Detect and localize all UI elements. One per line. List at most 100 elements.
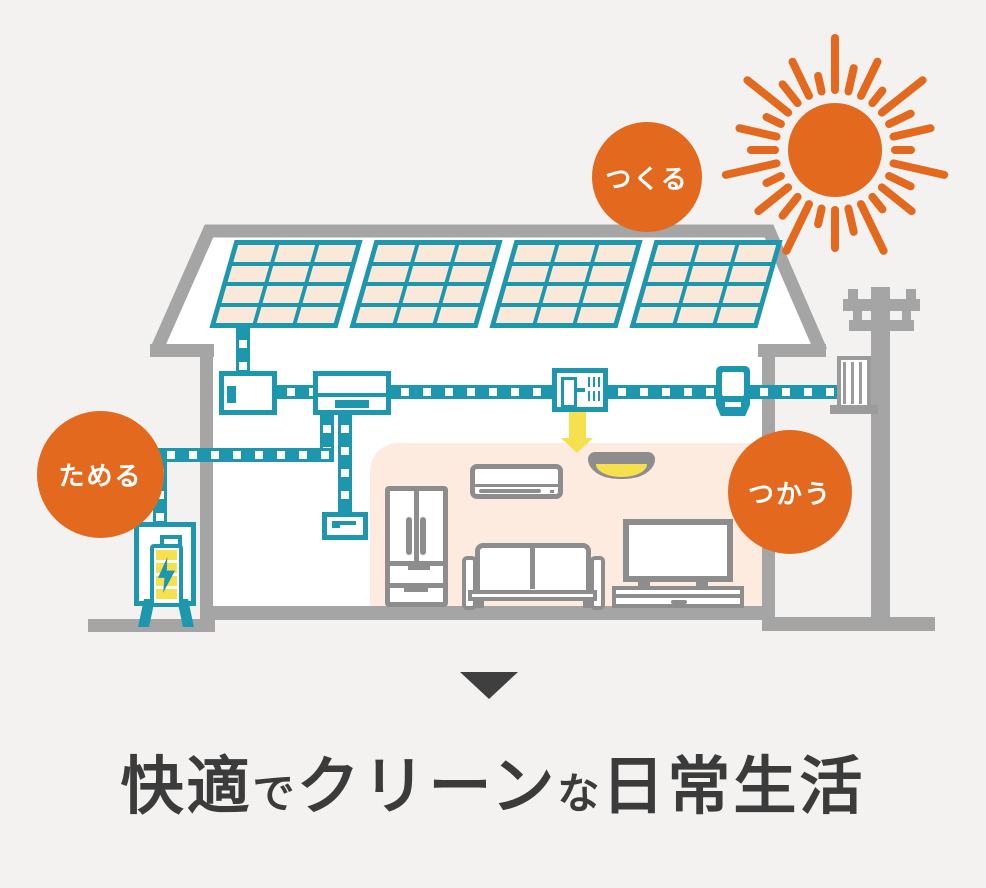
solar-cell bbox=[653, 245, 695, 262]
solar-cell bbox=[233, 245, 275, 262]
solar-cell bbox=[542, 286, 584, 303]
ground-left bbox=[88, 619, 215, 632]
solar-cell bbox=[723, 286, 765, 303]
transformer bbox=[837, 356, 871, 410]
solar-cell bbox=[355, 306, 398, 323]
right-eave bbox=[758, 344, 826, 357]
solar-cell bbox=[641, 286, 684, 303]
solar-cell bbox=[408, 265, 450, 282]
down-triangle-icon bbox=[460, 672, 518, 699]
junction-box bbox=[219, 371, 277, 415]
ground-right bbox=[775, 617, 935, 631]
solar-cell bbox=[367, 265, 409, 282]
solar-panel bbox=[209, 240, 363, 328]
solar-cell bbox=[361, 286, 404, 303]
insulator bbox=[902, 311, 911, 320]
solar-cell bbox=[373, 245, 415, 262]
solar-cell bbox=[414, 245, 456, 262]
solar-cell bbox=[583, 286, 625, 303]
solar-cell bbox=[717, 306, 759, 323]
solar-cell bbox=[215, 306, 258, 323]
remote-monitor bbox=[322, 512, 368, 540]
house-floor bbox=[213, 606, 762, 620]
utility-pole bbox=[871, 287, 890, 631]
tv-stand-icon bbox=[612, 586, 744, 608]
badge-use-label: つかう bbox=[747, 479, 832, 510]
solar-cell bbox=[314, 245, 357, 262]
solar-cell bbox=[227, 265, 269, 282]
headline-segment: な bbox=[557, 769, 602, 818]
solar-cell bbox=[221, 286, 264, 303]
solar-cell bbox=[495, 306, 538, 323]
conduit bbox=[387, 385, 554, 399]
solar-cell bbox=[308, 265, 351, 282]
conduit bbox=[273, 385, 317, 399]
solar-cell bbox=[536, 306, 578, 323]
solar-cell bbox=[594, 245, 637, 262]
badge-produce-label: つくる bbox=[605, 164, 689, 195]
crossarm bbox=[849, 320, 914, 331]
solar-cell bbox=[437, 306, 479, 323]
insulator bbox=[906, 289, 916, 299]
solar-cell bbox=[396, 306, 438, 323]
solar-cell bbox=[554, 245, 596, 262]
solar-cell bbox=[443, 286, 485, 303]
solar-cell bbox=[297, 306, 339, 323]
pv-conduit bbox=[236, 326, 250, 374]
solar-cell bbox=[262, 286, 304, 303]
tv-icon bbox=[623, 519, 733, 582]
left-wall bbox=[200, 345, 213, 631]
badge-store-label: ためる bbox=[58, 462, 143, 492]
solar-cell bbox=[676, 306, 718, 323]
headline: 快適 で クリーン な 日常生活 bbox=[0, 736, 986, 846]
solar-panel bbox=[489, 240, 643, 328]
solar-cell bbox=[728, 265, 771, 282]
left-eave bbox=[150, 344, 214, 357]
tv-foot bbox=[696, 581, 708, 587]
badge-use: つかう bbox=[728, 430, 852, 554]
conduit bbox=[320, 411, 334, 455]
solar-cell bbox=[501, 286, 544, 303]
sofa-icon bbox=[462, 543, 605, 610]
solar-cell bbox=[682, 286, 724, 303]
solar-cell bbox=[454, 245, 497, 262]
distribution-board bbox=[552, 368, 608, 412]
smart-meter bbox=[716, 366, 750, 416]
solar-cell bbox=[402, 286, 444, 303]
solar-cell bbox=[507, 265, 549, 282]
down-arrow-icon bbox=[569, 409, 586, 439]
solar-cell bbox=[274, 245, 316, 262]
insulator bbox=[848, 289, 858, 299]
crossarm bbox=[843, 299, 920, 311]
battery-icon bbox=[150, 544, 183, 607]
solar-cell bbox=[577, 306, 619, 323]
air-conditioner-icon bbox=[470, 464, 563, 499]
sun-icon bbox=[715, 30, 955, 270]
badge-produce: つくる bbox=[592, 122, 702, 232]
solar-cell bbox=[688, 265, 730, 282]
transformer-base bbox=[830, 405, 878, 414]
solar-cell bbox=[694, 245, 736, 262]
solar-cell bbox=[635, 306, 678, 323]
power-conditioner bbox=[313, 371, 391, 415]
headline-segment: 快適 bbox=[120, 750, 253, 823]
solar-cell bbox=[513, 245, 555, 262]
solar-cell bbox=[303, 286, 345, 303]
headline-segment: で bbox=[252, 769, 297, 818]
battery-conduit bbox=[153, 448, 334, 462]
badge-store: ためる bbox=[37, 411, 164, 538]
solar-cell bbox=[256, 306, 298, 323]
monitor-conduit bbox=[338, 411, 352, 514]
grid-conduit bbox=[746, 385, 841, 399]
solar-cell bbox=[734, 245, 777, 262]
tv-foot bbox=[638, 581, 650, 587]
solar-cell bbox=[588, 265, 631, 282]
solar-cell bbox=[268, 265, 310, 282]
solar-panel bbox=[629, 240, 783, 328]
conduit bbox=[604, 385, 718, 399]
solar-cell bbox=[448, 265, 491, 282]
insulator bbox=[853, 311, 862, 320]
solar-panel bbox=[349, 240, 503, 328]
solar-cell bbox=[548, 265, 590, 282]
